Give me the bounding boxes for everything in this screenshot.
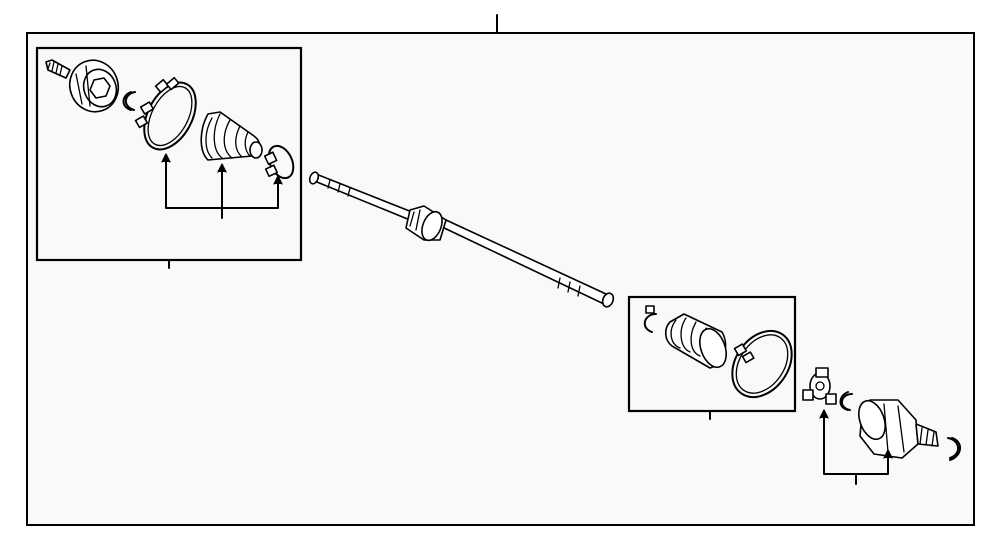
outer-kit-callout-bracket (161, 153, 283, 219)
outer-boot-clamp-small (263, 144, 295, 180)
inner-joint-housing (858, 399, 939, 459)
spider-circlip (839, 391, 853, 411)
inner-boot (664, 313, 727, 369)
inner-boot-clamp (731, 329, 793, 399)
outer-cv-joint (45, 59, 120, 113)
spider-tripod (802, 367, 837, 405)
damper (405, 205, 447, 242)
outer-snap-ring (122, 91, 136, 111)
inner-snap-ring (643, 305, 657, 333)
outer-boot (200, 111, 263, 161)
set-ring (947, 437, 961, 461)
outer-boot-clamp-large (134, 76, 197, 151)
inner-kit-callout-bracket (819, 409, 893, 485)
